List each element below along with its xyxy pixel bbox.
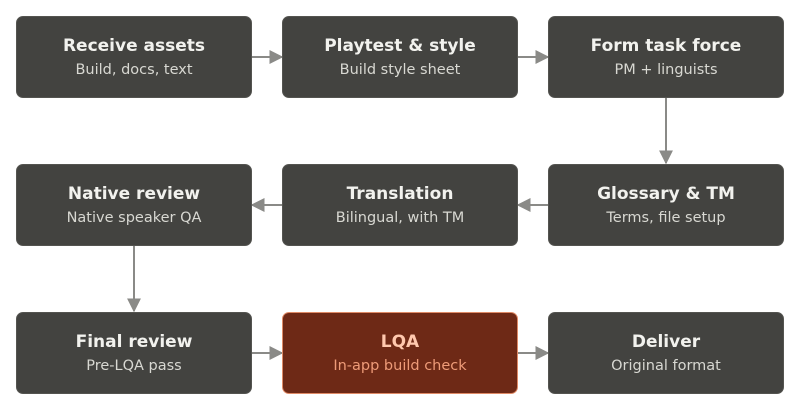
node-title: Deliver — [631, 331, 701, 352]
node-title: Translation — [346, 183, 454, 204]
node-subtitle: Pre-LQA pass — [86, 357, 182, 374]
node-subtitle: Build, docs, text — [75, 61, 193, 78]
node-title: Glossary & TM — [597, 183, 735, 204]
node-subtitle: Terms, file setup — [606, 209, 726, 226]
node-title: Final review — [75, 331, 193, 352]
node-subtitle: Build style sheet — [339, 61, 461, 78]
node-title: Native review — [67, 183, 201, 204]
node-title: LQA — [380, 331, 420, 352]
node-deliver: Deliver Original format — [548, 312, 784, 394]
node-title: Receive assets — [62, 35, 206, 56]
node-subtitle: PM + linguists — [614, 61, 718, 78]
node-lqa: LQA In-app build check — [282, 312, 518, 394]
node-title: Playtest & style — [324, 35, 476, 56]
node-glossary-tm: Glossary & TM Terms, file setup — [548, 164, 784, 246]
node-subtitle: Native speaker QA — [66, 209, 202, 226]
node-native-review: Native review Native speaker QA — [16, 164, 252, 246]
node-form-task-force: Form task force PM + linguists — [548, 16, 784, 98]
node-receive-assets: Receive assets Build, docs, text — [16, 16, 252, 98]
node-subtitle: Bilingual, with TM — [335, 209, 465, 226]
node-subtitle: In-app build check — [333, 357, 467, 374]
node-translation: Translation Bilingual, with TM — [282, 164, 518, 246]
node-subtitle: Original format — [611, 357, 721, 374]
node-final-review: Final review Pre-LQA pass — [16, 312, 252, 394]
node-playtest-style: Playtest & style Build style sheet — [282, 16, 518, 98]
node-title: Form task force — [590, 35, 742, 56]
